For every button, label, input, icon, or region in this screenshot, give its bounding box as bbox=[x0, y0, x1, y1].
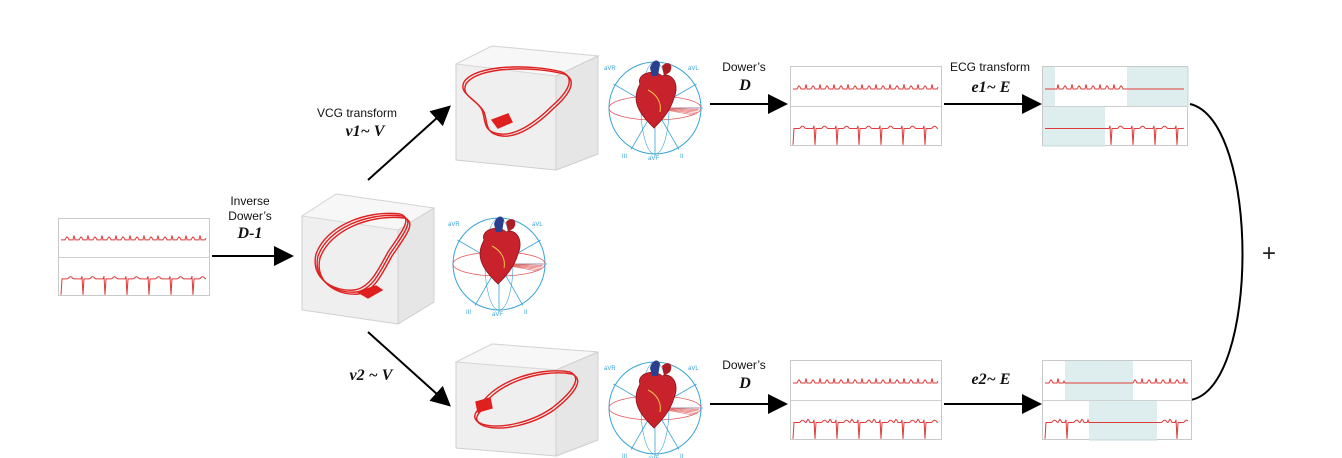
vcg-loop bbox=[462, 66, 572, 137]
lead-label: aVL bbox=[532, 222, 543, 228]
ecg-input bbox=[58, 218, 210, 296]
ecg-trace bbox=[1045, 125, 1185, 145]
heart-icon bbox=[635, 371, 677, 429]
lead-label: II bbox=[680, 154, 684, 160]
inverse-dowers-label: Inverse Dower’s bbox=[214, 194, 286, 224]
ecg-trace bbox=[60, 276, 207, 295]
aorta bbox=[662, 63, 672, 76]
coronary-vessel bbox=[647, 389, 661, 413]
heart-vessel bbox=[650, 60, 660, 76]
v2-symbol: v2 ~ V bbox=[349, 367, 393, 384]
lead-label: aVL bbox=[688, 366, 699, 372]
aorta bbox=[662, 363, 672, 376]
ecg-trace bbox=[1045, 378, 1188, 384]
lead-label: III bbox=[466, 310, 471, 316]
ecg-lead bbox=[59, 258, 209, 296]
lead-label: aVF bbox=[648, 156, 659, 162]
ecg-trace bbox=[793, 84, 939, 90]
ecg-lead bbox=[791, 361, 941, 401]
ecg-masked-top bbox=[1042, 66, 1189, 147]
lead-label: III bbox=[622, 454, 627, 458]
lead-label: aVL bbox=[688, 66, 699, 72]
ecg-trace bbox=[793, 378, 939, 384]
vcg-loop bbox=[314, 212, 411, 299]
dowers-text: Dower’s bbox=[228, 209, 272, 223]
vcg-transform-label: VCG transform bbox=[316, 106, 397, 120]
inverse-symbol: D-1 bbox=[237, 225, 263, 242]
vcg-cube-top bbox=[454, 45, 600, 171]
e1-symbol: e1~ E bbox=[971, 79, 1011, 96]
arrow-vcg-transform-1 bbox=[367, 105, 451, 181]
ecg-lead bbox=[1043, 361, 1191, 401]
lead-label: II bbox=[524, 310, 528, 316]
heart-vessel bbox=[650, 360, 660, 376]
coronary-vessel bbox=[491, 245, 505, 269]
lead-label: aVR bbox=[604, 366, 616, 372]
lead-label: I bbox=[544, 264, 546, 270]
d-bottom-symbol: D bbox=[739, 375, 751, 392]
vcg-cube-input bbox=[300, 193, 436, 325]
lead-label: III bbox=[622, 154, 627, 160]
ecg-lead bbox=[791, 107, 941, 146]
e2-symbol: e2~ E bbox=[971, 371, 1011, 388]
d-top-symbol: D bbox=[739, 77, 751, 94]
mask-region bbox=[1043, 107, 1105, 147]
ecg-lead bbox=[1043, 401, 1191, 440]
dowers-bottom-label: Dower’s bbox=[722, 358, 766, 372]
aorta bbox=[506, 219, 516, 232]
coronary-vessel bbox=[647, 89, 661, 113]
ecg-trace bbox=[1045, 84, 1184, 90]
lead-label: aVF bbox=[648, 456, 659, 458]
mask-region bbox=[1089, 401, 1157, 441]
mask-region bbox=[1065, 361, 1133, 401]
vcg-cube-bottom bbox=[454, 343, 599, 457]
arrow-vcg-transform-2 bbox=[367, 331, 451, 407]
lead-label: I bbox=[700, 408, 702, 414]
ecg-lead bbox=[791, 401, 941, 440]
inverse-text: Inverse bbox=[230, 194, 270, 208]
dowers-top-label: Dower’s bbox=[722, 60, 766, 74]
plus-sign: + bbox=[1262, 240, 1277, 267]
ecg-lead bbox=[1043, 67, 1187, 107]
vcg-loop bbox=[474, 370, 579, 429]
heart-vessel bbox=[494, 216, 504, 232]
lead-label: I bbox=[700, 108, 702, 114]
ecg-reconstructed-bottom bbox=[790, 360, 942, 440]
ecg-lead bbox=[791, 67, 941, 107]
ecg-trace bbox=[792, 418, 939, 439]
ecg-trace bbox=[792, 125, 939, 145]
ecg-trace bbox=[61, 235, 207, 241]
mask-region bbox=[1043, 67, 1055, 107]
lead-label: II bbox=[680, 454, 684, 458]
heart-icon bbox=[479, 227, 521, 285]
ecg-transform-label: ECG transform bbox=[949, 60, 1030, 74]
ecg-reconstructed-top bbox=[790, 66, 942, 146]
v1-symbol: v1~ V bbox=[345, 123, 385, 140]
lead-label: aVF bbox=[492, 312, 503, 318]
ecg-trace bbox=[1044, 418, 1189, 439]
lead-label: aVR bbox=[448, 222, 460, 228]
ecg-masked-bottom bbox=[1042, 360, 1192, 441]
ecg-lead bbox=[59, 219, 209, 258]
mask-region bbox=[1127, 67, 1189, 107]
heart-icon bbox=[635, 71, 677, 129]
lead-label: aVR bbox=[604, 66, 616, 72]
combine-bracket bbox=[1189, 103, 1244, 401]
ecg-lead bbox=[1043, 107, 1187, 146]
